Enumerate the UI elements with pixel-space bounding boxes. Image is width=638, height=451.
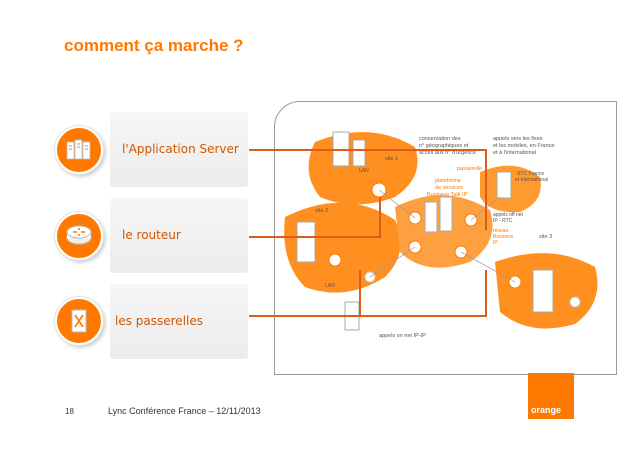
diagram-text: réseau [493, 228, 509, 234]
diagram-text: et International [515, 177, 548, 183]
diagram-text: appels off net [493, 212, 524, 218]
page-number: 18 [65, 407, 74, 416]
diagram-text: passerelle [457, 166, 482, 172]
card-router: le routeur [110, 198, 248, 273]
diagram-text: RTC France [517, 171, 544, 177]
gateway-icon [55, 297, 103, 345]
diagram-text: Business [493, 234, 514, 240]
card-label: l'Application Server [122, 142, 239, 156]
diagram-text: LAN [325, 283, 335, 289]
logo-text: orange [531, 405, 562, 415]
diagram-text: IP - RTC [493, 218, 513, 224]
diagram-text: appels on net IP-IP [379, 333, 426, 339]
card-label: le routeur [122, 228, 181, 242]
diagram-text: plateforme [435, 178, 461, 184]
network-diagram: conservation des n° géographiques et acc… [274, 101, 617, 375]
diagram-text: n° géographiques et [419, 143, 469, 149]
card-application-server: l'Application Server [110, 112, 248, 187]
diagram-text: conservation des [419, 136, 461, 142]
diagram-text: site 2 [315, 208, 328, 214]
diagram-text: Business Talk IP [427, 192, 468, 198]
diagram-text: site 3 [539, 234, 552, 240]
diagram-text: site 1 [385, 156, 398, 162]
diagram-text: et à l'international [493, 150, 536, 156]
diagram-text: LAN [359, 168, 369, 174]
footer-text: Lync Conférence France – 12/11/2013 [108, 406, 261, 416]
diagram-text: de services [435, 185, 463, 191]
diagram-text: IP [493, 240, 498, 246]
diagram-text: accès aux n° d'urgence [419, 150, 476, 156]
diagram-text: et les mobiles, en France [493, 143, 554, 149]
card-gateways: les passerelles [110, 284, 248, 359]
router-icon [55, 212, 103, 260]
orange-logo: orange [528, 373, 574, 419]
slide-title: comment ça marche ? [64, 36, 244, 55]
server-stack-icon [55, 126, 103, 174]
diagram-text: appels vers les fixes [493, 136, 543, 142]
card-label: les passerelles [115, 314, 203, 328]
